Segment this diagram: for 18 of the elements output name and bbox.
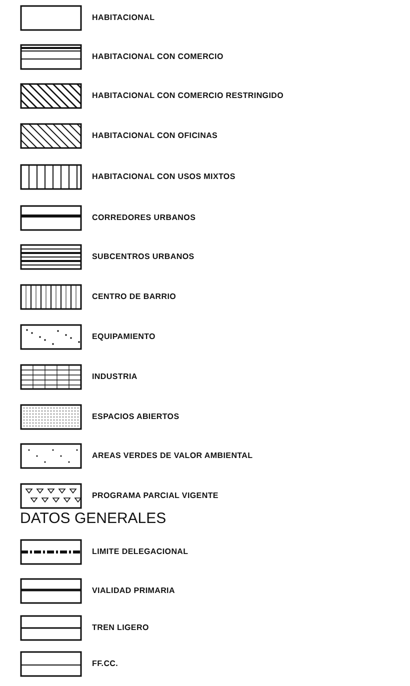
legend-label: TREN LIGERO bbox=[92, 623, 149, 632]
legend-label: LIMITE DELEGACIONAL bbox=[92, 547, 188, 556]
legend-label: AREAS VERDES DE VALOR AMBIENTAL bbox=[92, 451, 253, 460]
legend-label: CORREDORES URBANOS bbox=[92, 213, 196, 222]
legend-label: INDUSTRIA bbox=[92, 372, 138, 381]
legend-label: HABITACIONAL CON COMERCIO bbox=[92, 52, 224, 61]
legend-label: VIALIDAD PRIMARIA bbox=[92, 586, 175, 595]
legend-label: EQUIPAMIENTO bbox=[92, 332, 156, 341]
legend-label: FF.CC. bbox=[92, 659, 118, 668]
section-heading: DATOS GENERALES bbox=[20, 510, 166, 527]
legend-label: PROGRAMA PARCIAL VIGENTE bbox=[92, 491, 218, 500]
legend-label: HABITACIONAL CON COMERCIO RESTRINGIDO bbox=[92, 91, 284, 100]
legend-label: HABITACIONAL bbox=[92, 13, 155, 22]
legend-label: CENTRO DE BARRIO bbox=[92, 292, 176, 301]
legend-label: ESPACIOS ABIERTOS bbox=[92, 412, 180, 421]
legend-label: HABITACIONAL CON OFICINAS bbox=[92, 131, 218, 140]
legend-label: SUBCENTROS URBANOS bbox=[92, 252, 194, 261]
legend-label: HABITACIONAL CON USOS MIXTOS bbox=[92, 172, 236, 181]
